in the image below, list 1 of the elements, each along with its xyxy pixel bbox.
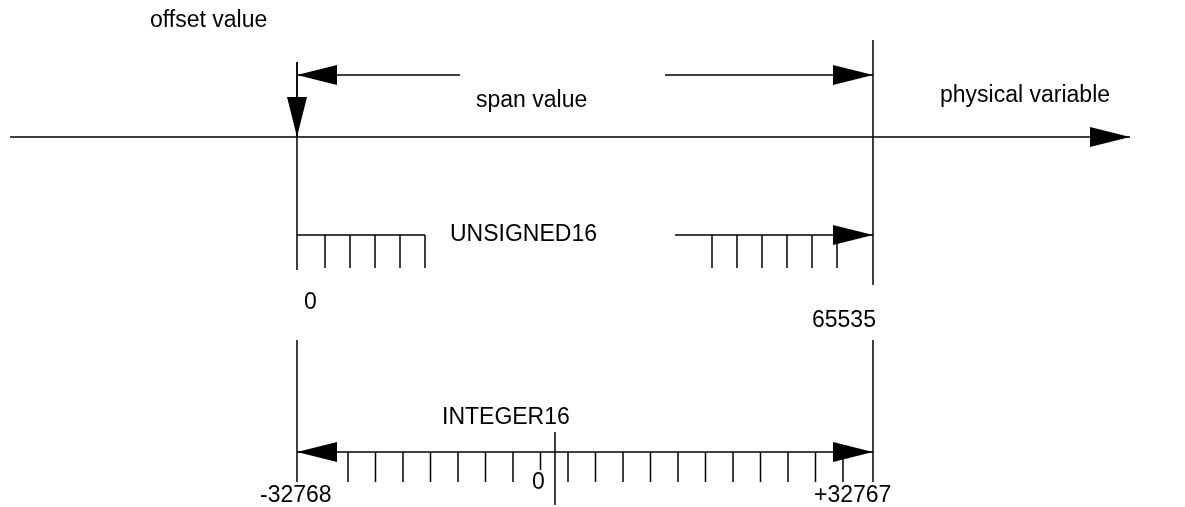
- dimension-label: span value: [474, 88, 590, 111]
